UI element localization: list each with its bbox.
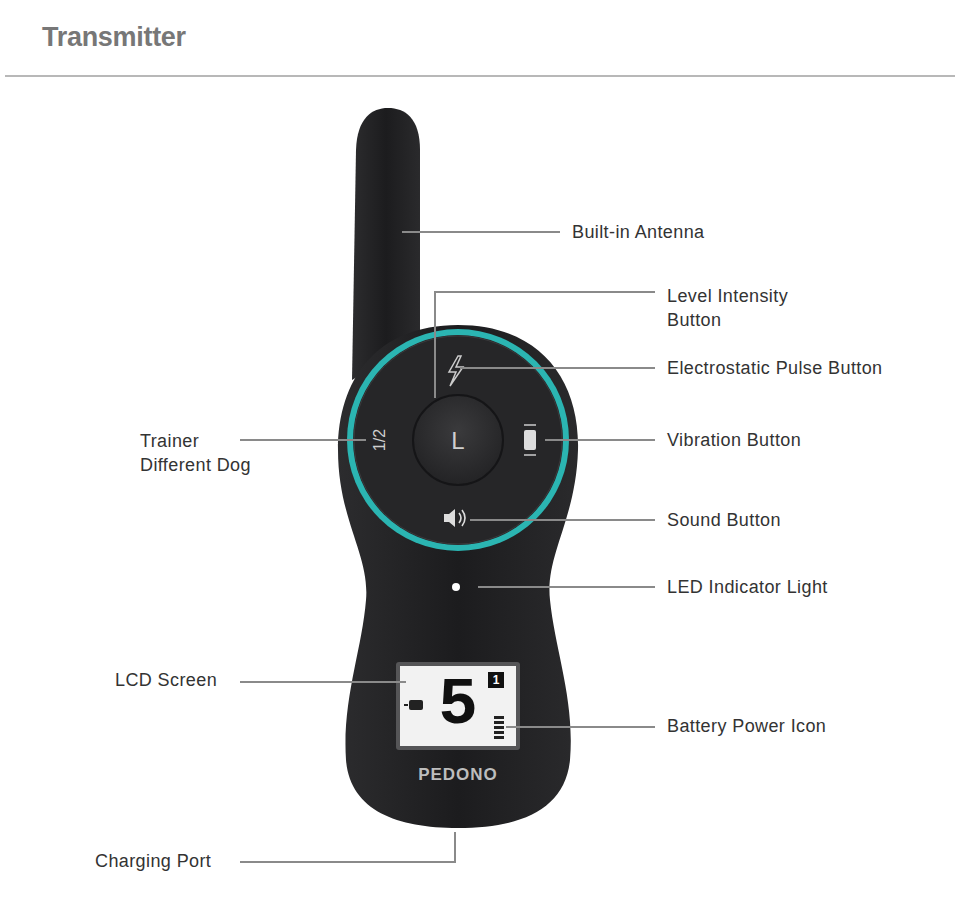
center-button — [413, 395, 503, 485]
header-rule — [5, 75, 955, 77]
part-label: LCD Screen — [115, 668, 217, 692]
housing — [338, 325, 578, 828]
dial — [353, 335, 563, 545]
battery-bars — [494, 716, 504, 739]
part-label: LED Indicator Light — [667, 575, 828, 599]
led-dot — [452, 583, 460, 591]
lcd-dog-box — [488, 672, 504, 688]
title: Transmitter — [42, 22, 186, 53]
part-label: Charging Port — [95, 849, 211, 873]
lcd-dog-number: 1 — [493, 674, 500, 686]
part-label: Trainer Different Dog — [140, 429, 268, 477]
part-label: Sound Button — [667, 508, 781, 532]
level-button-letter: L — [451, 429, 464, 453]
leader-lines — [240, 232, 655, 862]
lcd-vibe-mark — [404, 704, 408, 706]
part-label: Battery Power Icon — [667, 714, 826, 738]
part-label: Vibration Button — [667, 428, 801, 452]
dog-switch-mark: 1/2 — [372, 429, 388, 451]
lcd-digit: 5 — [438, 673, 478, 739]
part-label: Built-in Antenna — [572, 220, 705, 244]
teal-ring — [347, 329, 569, 551]
vibration-icon — [524, 425, 536, 455]
sound-icon — [444, 509, 465, 527]
lightning-icon — [449, 356, 463, 386]
part-label: Level Intensity Button — [667, 284, 817, 332]
part-label: Electrostatic Pulse Button — [667, 356, 883, 380]
brand-logo: PEDONO — [418, 766, 498, 783]
lcd-vibe-icon — [409, 700, 423, 710]
lcd-bezel — [396, 662, 520, 750]
lcd-screen — [400, 666, 516, 746]
